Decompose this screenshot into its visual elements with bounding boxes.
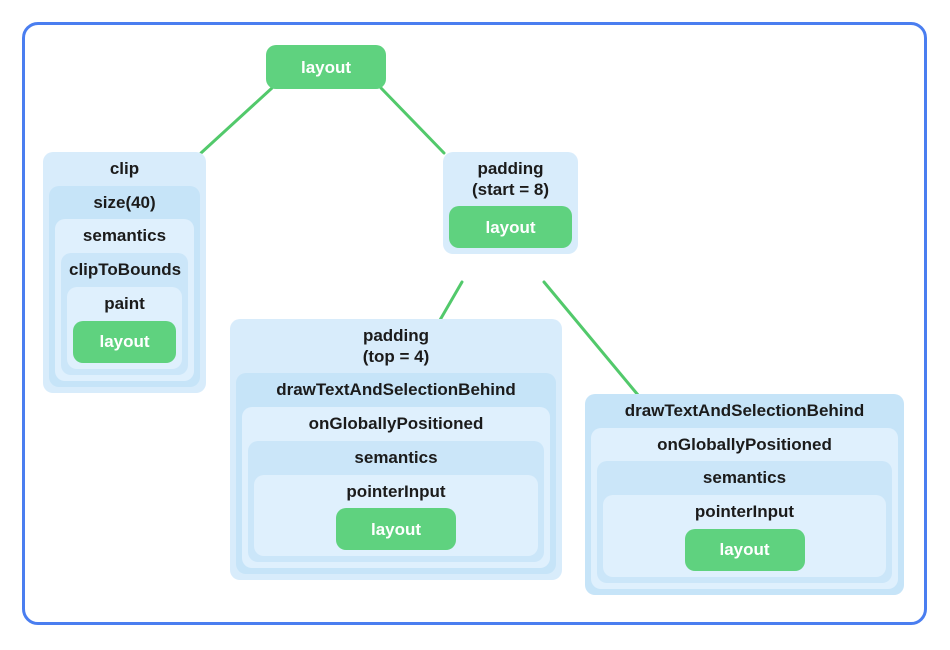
node-drawtextandselectionbehind-right-label: drawTextAndSelectionBehind <box>624 401 865 420</box>
node-paint-children: layout <box>67 320 182 369</box>
node-padding-start-leaf-layout-label: layout <box>485 217 536 237</box>
node-root-layout-label: layout <box>300 57 352 77</box>
node-drawtextandselectionbehind-mid-label: drawTextAndSelectionBehind <box>276 380 516 400</box>
node-ongloballypositioned-mid-label: onGloballyPositioned <box>308 414 484 434</box>
node-drawtextandselectionbehind-mid-children: onGloballyPositioned semantics pointerIn… <box>236 407 556 574</box>
node-semantics-mid-label: semantics <box>354 447 438 467</box>
node-padding-top-label: padding(top = 4) <box>230 319 562 373</box>
node-padding-start[interactable]: padding(start = 8) layout <box>443 152 578 255</box>
node-semantics-right-label: semantics <box>702 468 787 488</box>
node-semantics-right-children: pointerInput layout <box>597 495 892 583</box>
node-padding-start-label-line1: padding <box>477 159 544 178</box>
node-semantics-mid-children: pointerInput layout <box>248 474 544 563</box>
node-ongloballypositioned-mid-children: semantics pointerInput layout <box>242 440 550 568</box>
node-pointerinput-right[interactable]: pointerInput layout <box>603 495 886 577</box>
node-ongloballypositioned-right[interactable]: onGloballyPositioned semantics pointerIn… <box>591 427 898 589</box>
node-drawtextandselectionbehind-right-children: onGloballyPositioned semantics pointerIn… <box>585 427 904 595</box>
node-padding-top-leaf-layout-label: layout <box>370 519 422 539</box>
node-clip-semantics[interactable]: semantics clipToBounds paint l <box>55 219 194 381</box>
node-ongloballypositioned-right-label: onGloballyPositioned <box>657 434 832 454</box>
node-padding-start-label: padding(start = 8) <box>443 152 578 206</box>
node-size40[interactable]: size(40) semantics clipToBounds paint <box>49 185 200 387</box>
node-clip-leaf-layout-label: layout <box>99 332 150 352</box>
node-paint-label: paint <box>104 293 145 313</box>
node-size40-label: size(40) <box>93 192 156 212</box>
node-padding-top-label-line1: padding <box>362 326 430 345</box>
node-clip-children: size(40) semantics clipToBounds paint <box>43 185 206 393</box>
node-clip-label: clip <box>109 159 140 178</box>
node-padding-start-label-line2: (start = 8) <box>472 179 549 199</box>
node-semantics-right[interactable]: semantics pointerInput layout <box>597 461 892 583</box>
node-padding-top-children: drawTextAndSelectionBehind onGloballyPos… <box>230 373 562 580</box>
node-pointerinput-mid-label: pointerInput <box>346 481 446 501</box>
node-drawtextandselectionbehind-right[interactable]: drawTextAndSelectionBehind onGloballyPos… <box>585 394 904 595</box>
node-pointerinput-right-label: pointerInput <box>694 502 795 522</box>
node-pointerinput-mid-children: layout <box>254 508 538 556</box>
node-clip-leaf-layout[interactable]: layout <box>73 320 176 363</box>
node-semantics-mid[interactable]: semantics pointerInput layout <box>248 440 544 563</box>
node-clip-semantics-label: semantics <box>82 226 167 246</box>
node-ongloballypositioned-right-children: semantics pointerInput layout <box>591 461 898 588</box>
node-padding-start-children: layout <box>443 206 578 254</box>
node-pointerinput-right-children: layout <box>603 528 886 577</box>
node-clip[interactable]: clip size(40) semantics clipToBounds pai… <box>43 152 206 393</box>
node-padding-top-label-line2: (top = 4) <box>362 346 430 366</box>
node-padding-top[interactable]: padding(top = 4) drawTextAndSelectionBeh… <box>230 319 562 581</box>
node-draw-text-right-leaf-layout[interactable]: layout <box>684 528 805 571</box>
node-cliptobounds-label: clipToBounds <box>69 260 182 280</box>
node-drawtextandselectionbehind-mid[interactable]: drawTextAndSelectionBehind onGloballyPos… <box>236 373 556 575</box>
node-clip-semantics-children: clipToBounds paint layout <box>55 253 194 380</box>
node-root-layout[interactable]: layout <box>266 45 386 89</box>
node-ongloballypositioned-mid[interactable]: onGloballyPositioned semantics pointerIn… <box>242 407 550 569</box>
node-cliptobounds[interactable]: clipToBounds paint layout <box>61 253 188 375</box>
node-pointerinput-mid[interactable]: pointerInput layout <box>254 474 538 557</box>
node-padding-top-leaf-layout[interactable]: layout <box>336 508 456 551</box>
node-size40-children: semantics clipToBounds paint l <box>49 219 200 386</box>
node-paint[interactable]: paint layout <box>67 286 182 369</box>
node-cliptobounds-children: paint layout <box>61 286 188 375</box>
node-padding-start-leaf-layout[interactable]: layout <box>449 206 572 249</box>
node-draw-text-right-leaf-layout-label: layout <box>719 540 770 560</box>
